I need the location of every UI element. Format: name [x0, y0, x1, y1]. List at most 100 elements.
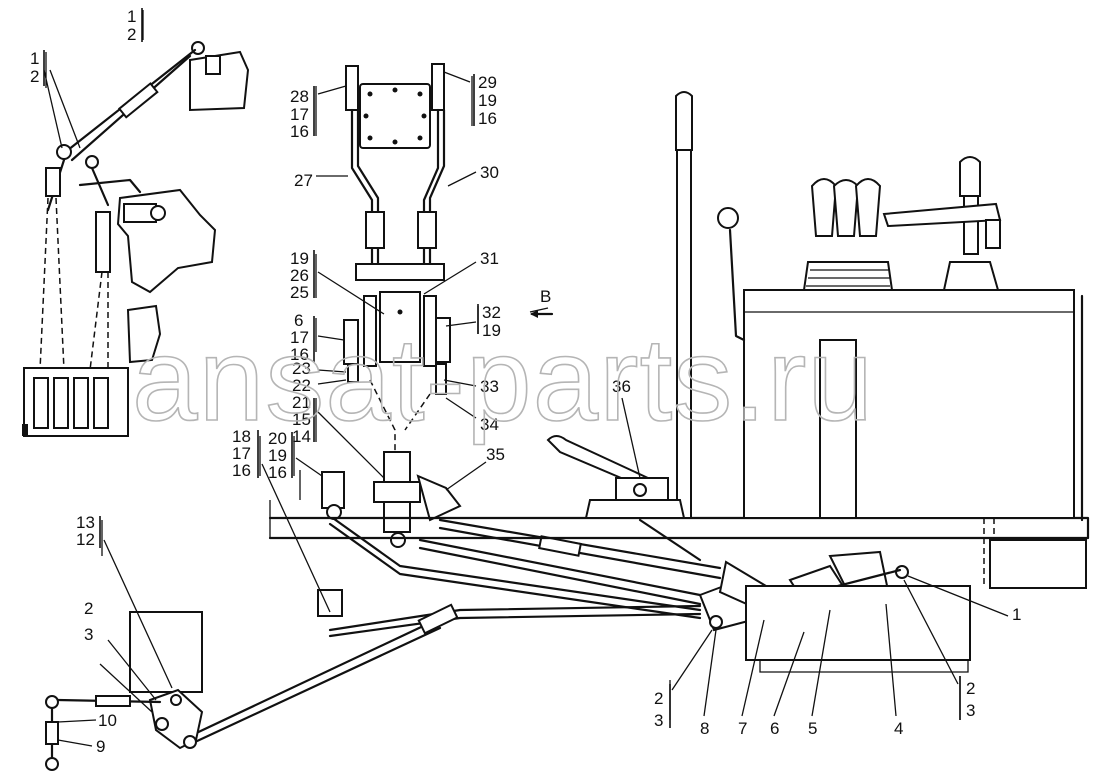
right-bracket [989, 539, 1087, 589]
lever-housing [379, 291, 421, 363]
callout-19b: 19 [290, 249, 309, 268]
valve-cover-plate [359, 83, 431, 149]
rod-sleeve [117, 82, 159, 119]
callout-27: 27 [294, 171, 313, 190]
vertical-link-a [95, 211, 111, 273]
callout-16e: 16 [268, 463, 287, 482]
callout-21: 21 [292, 393, 311, 412]
callout-33: 33 [480, 377, 499, 396]
rod-18-b [328, 612, 702, 638]
right-tie-rod-head [431, 63, 445, 111]
callout-35: 35 [486, 445, 505, 464]
view-marker-label: B [540, 287, 551, 306]
top-left-assembly [22, 41, 250, 437]
housing-pivot [397, 309, 403, 315]
bracket-20 [321, 471, 345, 509]
console-box [743, 289, 1075, 519]
link-end [45, 167, 61, 197]
frame-member [745, 585, 971, 661]
callout-18: 18 [232, 427, 251, 446]
callout-tl2-1: 1 [30, 49, 39, 68]
long-rod-middle [418, 538, 702, 606]
callout-12: 12 [76, 530, 95, 549]
ball-lever [728, 228, 746, 342]
tall-lever-knob [675, 91, 693, 151]
callout-b3b: 3 [966, 701, 975, 720]
drop-link-body [45, 721, 59, 745]
right-adjuster [417, 211, 437, 249]
mid-bracket-eye [150, 205, 166, 221]
right-assembly [268, 91, 1090, 673]
callout-16c: 16 [290, 345, 309, 364]
callout-19c: 19 [482, 321, 501, 340]
lower-bracket-plate [126, 304, 162, 364]
callout-19: 19 [478, 91, 497, 110]
pedal-assembly [546, 435, 702, 562]
left-rod-end [347, 363, 359, 383]
callout-14: 14 [292, 427, 311, 446]
cover-bolts [363, 87, 427, 145]
callout-26: 26 [290, 266, 309, 285]
callout-3: 3 [84, 625, 93, 644]
callout-tl-2: 2 [127, 25, 136, 44]
frame-member-lower [759, 660, 969, 673]
callout-bars [43, 8, 961, 728]
callout-1: 1 [1012, 605, 1021, 624]
callout-16b: 16 [478, 109, 497, 128]
callout-17b: 17 [290, 328, 309, 347]
central-linkage [188, 451, 722, 744]
control-block-spools [33, 377, 109, 429]
dashed-to-lower [369, 379, 431, 452]
callout-6b: 6 [770, 719, 779, 738]
callout-20: 20 [268, 429, 287, 448]
callout-29: 29 [478, 73, 497, 92]
callout-7: 7 [738, 719, 747, 738]
bellcrank-top-pin [170, 694, 182, 706]
callout-31: 31 [480, 249, 499, 268]
callout-19d: 19 [268, 446, 287, 465]
callout-15: 15 [292, 410, 311, 429]
watermark-text: ansat-parts.ru [132, 314, 874, 446]
ball-knob [717, 207, 739, 229]
joysticks [802, 178, 894, 291]
callout-36: 36 [612, 377, 631, 396]
view-marker-arrowhead [530, 310, 538, 318]
callout-22: 22 [292, 376, 311, 395]
callout-25: 25 [290, 283, 309, 302]
bellcrank-pivot [155, 717, 169, 731]
callout-17: 17 [290, 105, 309, 124]
callout-23: 23 [292, 359, 311, 378]
cross-bar [355, 263, 445, 281]
bottom-left-assembly [45, 611, 204, 771]
control-block-foot [22, 424, 28, 436]
horizontal-link-sleeve [95, 695, 131, 707]
callout-9: 9 [96, 737, 105, 756]
callout-b2b: 2 [966, 679, 975, 698]
callout-tl2-2: 2 [30, 67, 39, 86]
diagonal-rod-adjuster [417, 603, 459, 635]
left-adjuster [365, 211, 385, 249]
callout-b3a: 3 [654, 711, 663, 730]
callout-13: 13 [76, 513, 95, 532]
callout-tl-1: 1 [127, 7, 136, 26]
pivot-joint [56, 144, 72, 160]
callout-labels: 1 2 1 2 28 17 16 29 19 16 27 30 19 26 25… [30, 7, 1021, 756]
right-small-rod [435, 317, 451, 363]
leader-lines [43, 10, 1009, 747]
diagonal-rod [188, 618, 442, 744]
upper-middle-assembly [343, 63, 451, 452]
console-panel [819, 339, 857, 519]
gear-lever [882, 156, 1002, 291]
upper-valve-body [189, 50, 250, 112]
callout-10: 10 [98, 711, 117, 730]
callout-5: 5 [808, 719, 817, 738]
callout-2: 2 [84, 599, 93, 618]
callout-28: 28 [290, 87, 309, 106]
bellcrank-lower-pin [183, 735, 197, 749]
link-end-eye [45, 695, 59, 709]
lever-clamp [373, 481, 421, 503]
long-rod-lower-b [328, 522, 702, 620]
bracket-35 [416, 474, 462, 522]
callout-6: 6 [294, 311, 303, 330]
